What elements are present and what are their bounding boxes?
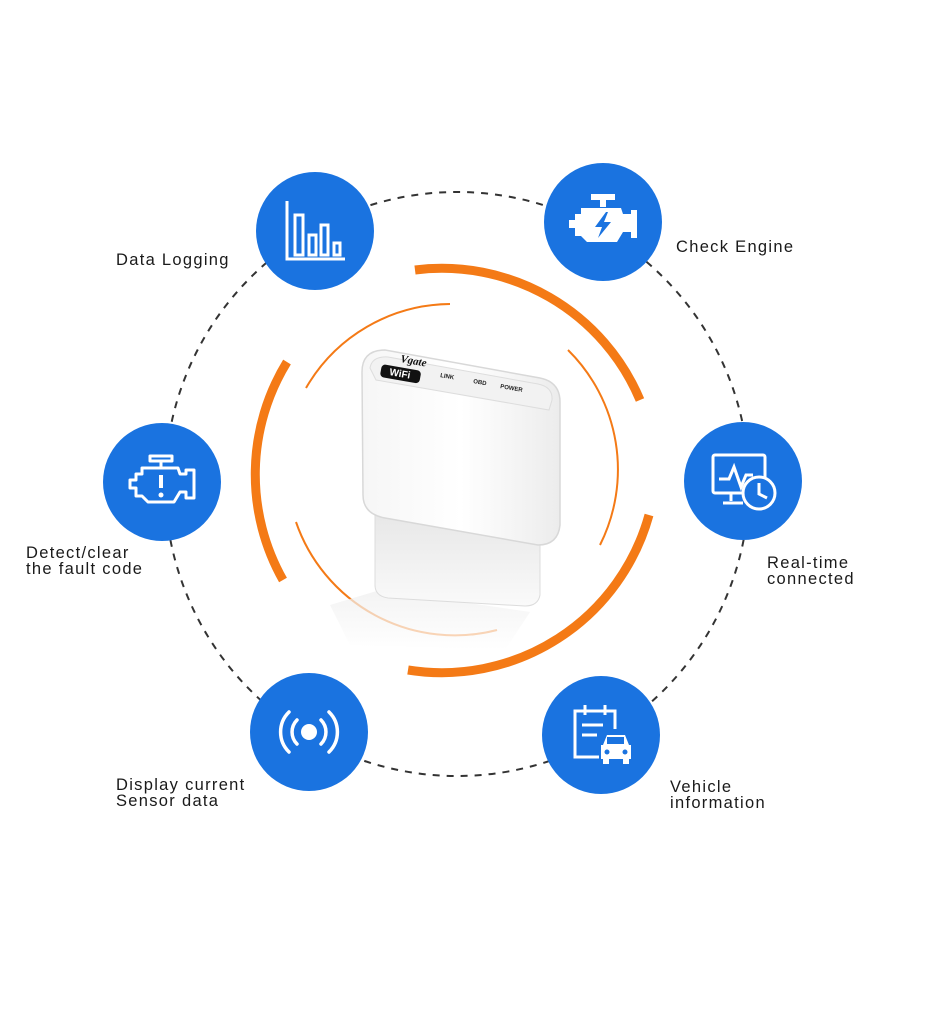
detect-clear-label: Detect/clear the fault code bbox=[26, 544, 144, 578]
detect-clear-badge bbox=[103, 423, 221, 541]
indicator-obd: OBD bbox=[473, 379, 488, 387]
sensor-data-label: Display current Sensor data bbox=[116, 776, 246, 810]
sensor-data-text-line1: Display current bbox=[116, 776, 246, 794]
thin-arc-right bbox=[567, 349, 619, 546]
data-logging-text: Data Logging bbox=[116, 251, 230, 269]
thin-arc-top bbox=[305, 303, 451, 389]
indicator-power: POWER bbox=[500, 384, 524, 394]
realtime-badge bbox=[684, 422, 802, 540]
engine-lightning-icon bbox=[569, 194, 637, 242]
orange-arc-left bbox=[250, 359, 291, 583]
vehicle-info-text-line2: information bbox=[670, 794, 766, 812]
check-engine-badge bbox=[544, 163, 662, 281]
detect-clear-text-line2: the fault code bbox=[26, 560, 144, 578]
indicator-link: LINK bbox=[440, 373, 455, 381]
device-brand: Vgate bbox=[399, 353, 427, 369]
check-engine-text: Check Engine bbox=[676, 238, 795, 256]
bar-chart-icon bbox=[285, 201, 345, 261]
vehicle-info-label: Vehicle information bbox=[670, 778, 766, 812]
sensor-data-text-line2: Sensor data bbox=[116, 792, 220, 810]
detect-clear-text-line1: Detect/clear bbox=[26, 544, 130, 562]
realtime-label: Real-time connected bbox=[767, 554, 855, 588]
vehicle-info-text-line1: Vehicle bbox=[670, 778, 733, 796]
realtime-text-line1: Real-time bbox=[767, 554, 850, 572]
wifi-badge bbox=[380, 364, 421, 384]
data-logging-badge bbox=[256, 172, 374, 290]
orange-arc-top bbox=[414, 263, 645, 402]
sensor-signal-icon bbox=[278, 710, 340, 754]
monitor-clock-icon bbox=[711, 453, 777, 511]
wifi-badge-label: WiFi bbox=[388, 367, 411, 382]
data-logging-label: Data Logging bbox=[116, 251, 230, 269]
clipboard-car-icon bbox=[573, 705, 631, 764]
check-engine-label: Check Engine bbox=[676, 238, 795, 256]
orange-arc-bottom bbox=[407, 513, 654, 678]
realtime-text-line2: connected bbox=[767, 570, 855, 588]
device-reflection bbox=[330, 590, 530, 650]
engine-warning-icon bbox=[128, 454, 196, 504]
vehicle-info-badge bbox=[542, 676, 660, 794]
sensor-data-badge bbox=[250, 673, 368, 791]
